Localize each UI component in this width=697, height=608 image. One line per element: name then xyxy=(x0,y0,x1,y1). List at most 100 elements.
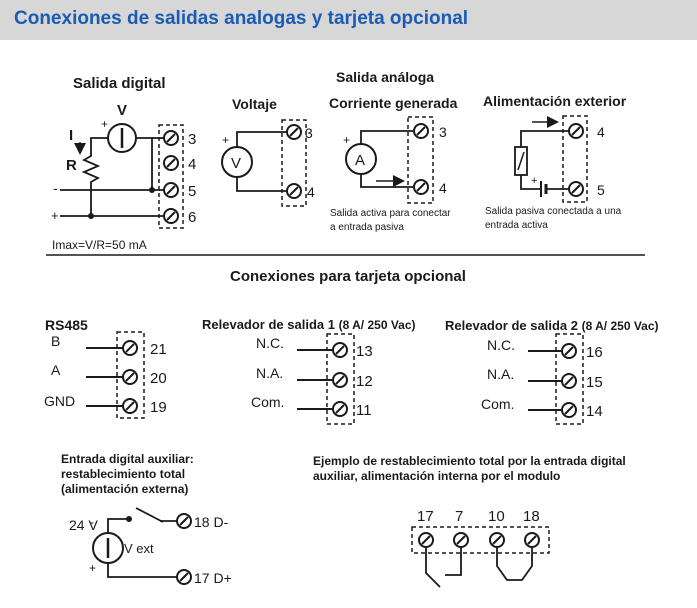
aux-terminal-top-label: 18 D- xyxy=(194,514,229,530)
option-card-heading: Conexiones para tarjeta opcional xyxy=(230,268,466,285)
current-note-line1: Salida activa para conectar xyxy=(330,208,451,219)
aux-input-plus: + xyxy=(89,561,96,575)
external-note-line1: Salida pasiva conectada a una xyxy=(485,206,622,217)
reset-terminal-7 xyxy=(453,532,469,548)
digital-terminal-5 xyxy=(163,182,179,198)
reset-terminal-label-17: 17 xyxy=(417,508,434,525)
aux-terminal-17 xyxy=(176,569,192,585)
reset-terminal-label-10: 10 xyxy=(488,508,505,525)
aux-input-section: Entrada digital auxiliar: restablecimien… xyxy=(61,452,232,586)
external-supply-section: Alimentación exterior 4 5 + Salida pasiv… xyxy=(483,93,627,231)
relay2-label-nc: N.C. xyxy=(487,337,515,353)
relay2-terminal-label-14: 14 xyxy=(586,403,603,420)
digital-v-label: V xyxy=(117,102,127,119)
digital-terminal-label-3: 3 xyxy=(188,131,196,148)
rs485-terminal-block xyxy=(116,331,145,419)
voltage-terminal-3 xyxy=(286,124,302,140)
external-terminal-label-4: 4 xyxy=(597,124,605,140)
digital-formula: Imax=V/R=50 mA xyxy=(52,238,147,252)
relay2-terminal-16 xyxy=(561,343,577,359)
relay2-title: Relevador de salida 2 (8 A/ 250 Vac) xyxy=(445,318,659,333)
digital-output-heading: Salida digital xyxy=(73,75,166,92)
relay2-terminal-block xyxy=(555,333,584,425)
aux-input-line3: (alimentación externa) xyxy=(61,482,188,496)
reset-example-line1: Ejemplo de restablecimiento total por la… xyxy=(313,454,626,468)
digital-terminal-3 xyxy=(163,130,179,146)
digital-terminal-label-6: 6 xyxy=(188,209,196,226)
current-terminal-3 xyxy=(413,123,429,139)
rs485-label-b: B xyxy=(51,333,60,349)
relay2-label-com: Com. xyxy=(481,396,514,412)
digital-i-label: I xyxy=(69,127,73,144)
reset-switch-wire xyxy=(425,547,441,588)
reset-terminal-10 xyxy=(489,532,505,548)
rs485-title: RS485 xyxy=(45,317,88,333)
rs485-terminal-21 xyxy=(122,340,138,356)
current-terminal-block xyxy=(407,116,434,204)
current-plus: + xyxy=(343,133,350,147)
digital-r-label: R xyxy=(66,157,77,174)
external-terminal-5 xyxy=(568,181,584,197)
voltage-terminal-4 xyxy=(286,183,302,199)
reset-terminal-label-18: 18 xyxy=(523,508,540,525)
external-note-line2: entrada activa xyxy=(485,220,548,231)
relay2-terminal-14 xyxy=(561,402,577,418)
voltage-title: Voltaje xyxy=(232,96,277,112)
rs485-terminal-label-20: 20 xyxy=(150,370,167,387)
ammeter-label: A xyxy=(355,152,365,169)
digital-output-section: Salida digital 3 4 5 6 V + I R - + Imax=… xyxy=(51,75,196,252)
relay2-terminal-label-16: 16 xyxy=(586,344,603,361)
relay1-title-text: Relevador de salida 1 xyxy=(202,317,335,332)
aux-input-line1: Entrada digital auxiliar: xyxy=(61,452,194,466)
voltage-plus: + xyxy=(222,133,229,147)
relay1-terminal-label-13: 13 xyxy=(356,343,373,360)
relay2-terminal-label-15: 15 xyxy=(586,374,603,391)
reset-terminal-18 xyxy=(524,532,540,548)
relay1-terminal-label-12: 12 xyxy=(356,373,373,390)
relay1-title: Relevador de salida 1 (8 A/ 250 Vac) xyxy=(202,317,416,332)
digital-terminal-label-4: 4 xyxy=(188,156,196,173)
voltage-terminal-label-4: 4 xyxy=(307,184,315,200)
relay2-section: Relevador de salida 2 (8 A/ 250 Vac) N.C… xyxy=(445,318,659,425)
voltage-output-section: Voltaje 3 4 V + xyxy=(221,96,315,207)
analog-output-heading: Salida análoga xyxy=(336,69,434,85)
relay2-label-na: N.A. xyxy=(487,366,514,382)
digital-minus-label: - xyxy=(53,180,58,196)
current-terminal-label-3: 3 xyxy=(439,124,447,140)
relay2-terminal-15 xyxy=(561,373,577,389)
digital-plus-label: + xyxy=(51,208,59,223)
current-note-line2: a entrada pasiva xyxy=(330,222,404,233)
current-generated-section: Corriente generada 3 4 A + Salida activa… xyxy=(329,95,458,233)
digital-terminal-6 xyxy=(163,208,179,224)
external-terminal-4 xyxy=(568,123,584,139)
rs485-section: RS485 B A GND 21 20 19 xyxy=(44,317,167,419)
rs485-label-a: A xyxy=(51,362,61,378)
relay1-label-nc: N.C. xyxy=(256,335,284,351)
page-title: Conexiones de salidas analogas y tarjeta… xyxy=(14,8,469,29)
reset-example-line2: auxiliar, alimentación interna por el mo… xyxy=(313,469,560,483)
digital-terminal-4 xyxy=(163,155,179,171)
aux-terminal-18 xyxy=(176,513,192,529)
voltmeter-label: V xyxy=(231,155,241,172)
rs485-label-gnd: GND xyxy=(44,393,75,409)
rs485-terminal-label-21: 21 xyxy=(150,341,167,358)
current-terminal-4 xyxy=(413,179,429,195)
aux-input-meter: V ext xyxy=(124,541,154,556)
relay1-label-na: N.A. xyxy=(256,365,283,381)
voltage-terminal-label-3: 3 xyxy=(305,125,313,141)
relay2-rating: (8 A/ 250 Vac) xyxy=(582,319,659,333)
reset-terminal-block xyxy=(411,526,550,554)
relay2-title-text: Relevador de salida 2 xyxy=(445,318,578,333)
title-bar: Conexiones de salidas analogas y tarjeta… xyxy=(0,0,697,40)
relay1-terminal-13 xyxy=(332,342,348,358)
rs485-terminal-19 xyxy=(122,398,138,414)
aux-input-minus: - xyxy=(90,515,94,529)
external-terminal-block xyxy=(562,115,588,203)
relay1-section: Relevador de salida 1 (8 A/ 250 Vac) N.C… xyxy=(202,317,416,425)
reset-terminal-17 xyxy=(418,532,434,548)
current-generated-title: Corriente generada xyxy=(329,95,458,111)
rs485-terminal-20 xyxy=(122,369,138,385)
rs485-terminal-label-19: 19 xyxy=(150,399,167,416)
external-supply-title: Alimentación exterior xyxy=(483,93,627,109)
reset-terminal-label-7: 7 xyxy=(455,508,463,525)
